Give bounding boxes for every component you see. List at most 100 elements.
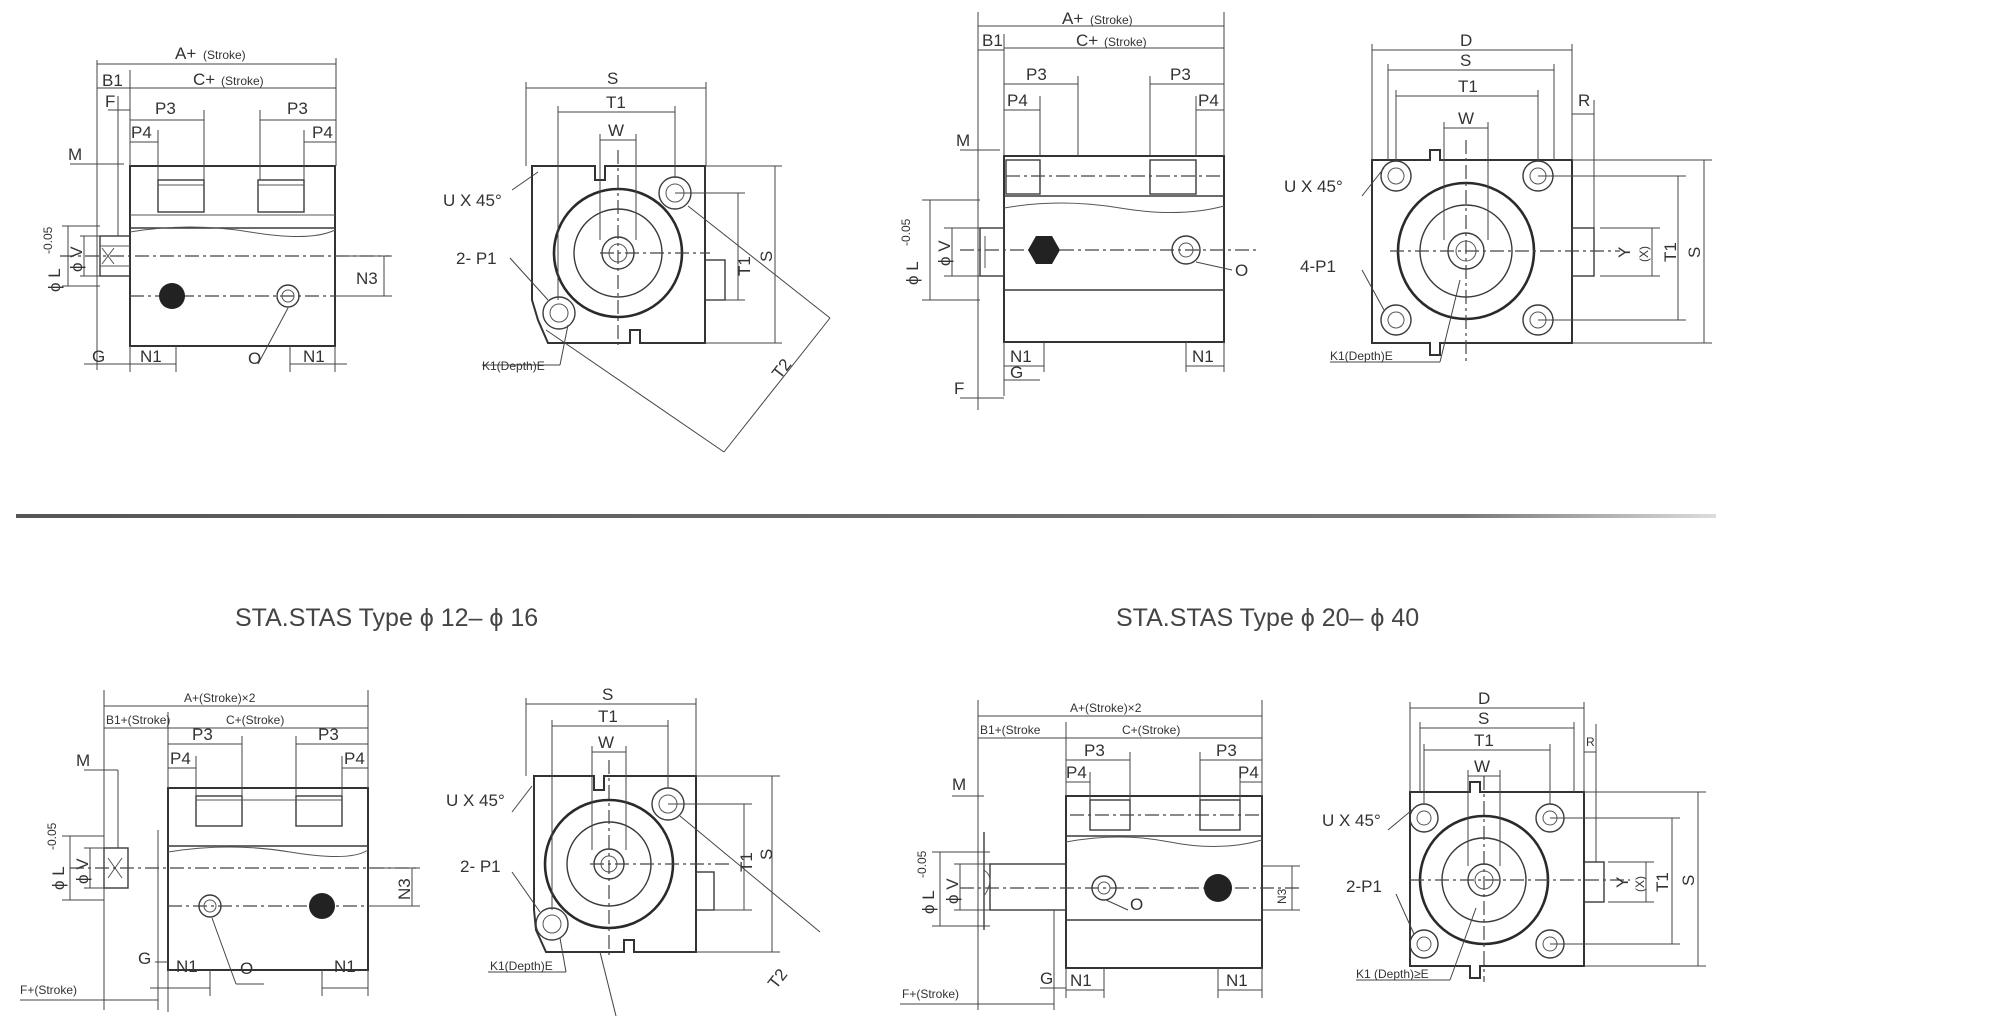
label-d: D [1460, 31, 1472, 50]
label-o: O [248, 349, 261, 368]
label-t1-top: T1 [606, 93, 626, 112]
label-p4-r-right: P4 [1198, 91, 1219, 110]
label-x: (X) [1637, 246, 1651, 262]
label-m-bl: M [76, 751, 90, 770]
label-s-side: S [757, 251, 776, 262]
label-2p1-br: 2-P1 [1346, 877, 1382, 896]
label-2p1: 2- P1 [456, 249, 497, 268]
port-filled [159, 283, 185, 309]
label-a-stroke-r: A+ [1062, 9, 1083, 28]
label-s-bl-end: S [602, 685, 613, 704]
label-p3-r-right: P3 [1170, 65, 1191, 84]
label-c-stroke: C+ [193, 70, 215, 89]
label-x-br: (X) [1633, 876, 1647, 892]
label-v: ϕ V [67, 246, 86, 272]
label-g-bl: G [138, 949, 151, 968]
label-b1-stroke: B1+(Stroke) [106, 713, 170, 727]
label-t1-side: T1 [735, 256, 754, 276]
top-right-end-view: D S T1 W R U X 45° 4-P1 K1(Depth)E Y (X)… [1284, 31, 1712, 363]
label-n3-br: N3 [1275, 888, 1289, 904]
label-b1-stroke-br: B1+(Stroke [980, 723, 1041, 737]
label-s-br-side: S [1679, 875, 1698, 886]
label-t2-bl: T2 [764, 965, 791, 992]
label-p4-bl-left: P4 [170, 749, 191, 768]
label-a-stroke-x2: A+(Stroke)×2 [184, 691, 256, 705]
label-o-bl: O [240, 959, 253, 978]
label-f-r: F [954, 379, 964, 398]
label-s-br-end: S [1478, 709, 1489, 728]
top-left-side-view: A+ (Stroke) C+ (Stroke) B1 F P3 P3 P4 P4… [41, 44, 392, 372]
label-l-tol-r: -0.05 [899, 218, 913, 246]
label-w-tr: W [1458, 109, 1474, 128]
section-divider [16, 514, 1716, 518]
label-n3: N3 [356, 269, 378, 288]
label-n1-br-right: N1 [1226, 971, 1248, 990]
label-n3-bl: N3 [395, 878, 414, 900]
label-p3-left: P3 [155, 99, 176, 118]
label-n1-r-left: N1 [1010, 347, 1032, 366]
label-a-stroke-note-r: (Stroke) [1090, 13, 1133, 27]
label-f-stroke-bl: F+(Stroke) [20, 983, 77, 997]
label-2p1-bl: 2- P1 [460, 857, 501, 876]
bottom-left-side-view: A+(Stroke)×2 B1+(Stroke) C+(Stroke) P3 P… [20, 690, 420, 1012]
label-c-stroke-br: C+(Stroke) [1122, 723, 1180, 737]
top-left-end-view: S T1 W U X 45° 2- P1 K1(Depth)E T1 S T2 [443, 69, 831, 453]
label-p4-r-left: P4 [1007, 91, 1028, 110]
heading-left: STA.STAS Type ϕ 12– ϕ 16 [235, 604, 538, 632]
bottom-left-end-view: S T1 W U X 45° 2- P1 K1(Depth)E T1 S T2 [446, 685, 821, 1016]
label-t1-tr-side: T1 [1661, 242, 1680, 262]
label-p3-r-left: P3 [1026, 65, 1047, 84]
label-l-tol-bl: -0.05 [45, 822, 59, 850]
label-y-br: Y [1613, 877, 1632, 888]
label-ux45-br: U X 45° [1322, 811, 1381, 830]
label-l-br: ϕ L [919, 890, 938, 914]
label-g: G [92, 347, 105, 366]
label-w-br-end: W [1474, 757, 1490, 776]
label-p3-br-right: P3 [1216, 741, 1237, 760]
bottom-right-side-view: A+(Stroke)×2 B1+(Stroke C+(Stroke) P3 P3… [900, 700, 1300, 1010]
label-t1-bl-side: T1 [737, 852, 756, 872]
label-b1-r: B1 [982, 31, 1003, 50]
label-c-stroke-note-r: (Stroke) [1104, 35, 1147, 49]
label-v-r: ϕ V [935, 240, 954, 266]
top-right-side-view: A+ (Stroke) C+ (Stroke) B1 P3 P3 P4 P4 M… [899, 9, 1260, 410]
label-t1-br-end: T1 [1474, 731, 1494, 750]
label-v-br: ϕ V [943, 878, 962, 904]
port-open [276, 284, 300, 308]
label-k1-bl: K1(Depth)E [490, 959, 553, 973]
bottom-right-end-view: D S T1 W R U X 45° 2-P1 K1 (Depth)≥E Y (… [1322, 689, 1706, 982]
label-p3-bl-right: P3 [318, 725, 339, 744]
label-o-br: O [1130, 895, 1143, 914]
label-ux45: U X 45° [443, 191, 502, 210]
label-r-br: R [1586, 735, 1595, 749]
label-p4-right: P4 [312, 123, 333, 142]
label-m-br: M [952, 775, 966, 794]
label-s-bl-side: S [757, 849, 776, 860]
label-n1-right: N1 [303, 347, 325, 366]
label-p4-bl-right: P4 [344, 749, 365, 768]
label-t2: T2 [768, 355, 795, 382]
label-t1-tr: T1 [1458, 77, 1478, 96]
label-4p1: 4-P1 [1300, 257, 1336, 276]
label-p3-br-left: P3 [1084, 741, 1105, 760]
label-l: ϕ L [45, 268, 64, 292]
label-s-tr: S [1460, 51, 1471, 70]
label-s-top: S [607, 69, 618, 88]
label-p3-right: P3 [287, 99, 308, 118]
label-f-stroke-br: F+(Stroke) [902, 987, 959, 1001]
label-c-stroke-r: C+ [1076, 31, 1098, 50]
label-t1-br-side: T1 [1653, 872, 1672, 892]
label-n1-bl-left: N1 [176, 957, 198, 976]
label-y: Y [1615, 247, 1634, 258]
label-l-tol: -0.05 [41, 226, 55, 254]
label-l-bl: ϕ L [49, 866, 68, 890]
label-o-r: O [1235, 261, 1248, 280]
label-ux45-tr: U X 45° [1284, 177, 1343, 196]
label-p4-br-left: P4 [1066, 763, 1087, 782]
label-k1-br: K1 (Depth)≥E [1356, 967, 1429, 981]
label-m-r: M [956, 131, 970, 150]
label-a-stroke-note: (Stroke) [203, 48, 246, 62]
label-a-stroke: A+ [175, 44, 196, 63]
